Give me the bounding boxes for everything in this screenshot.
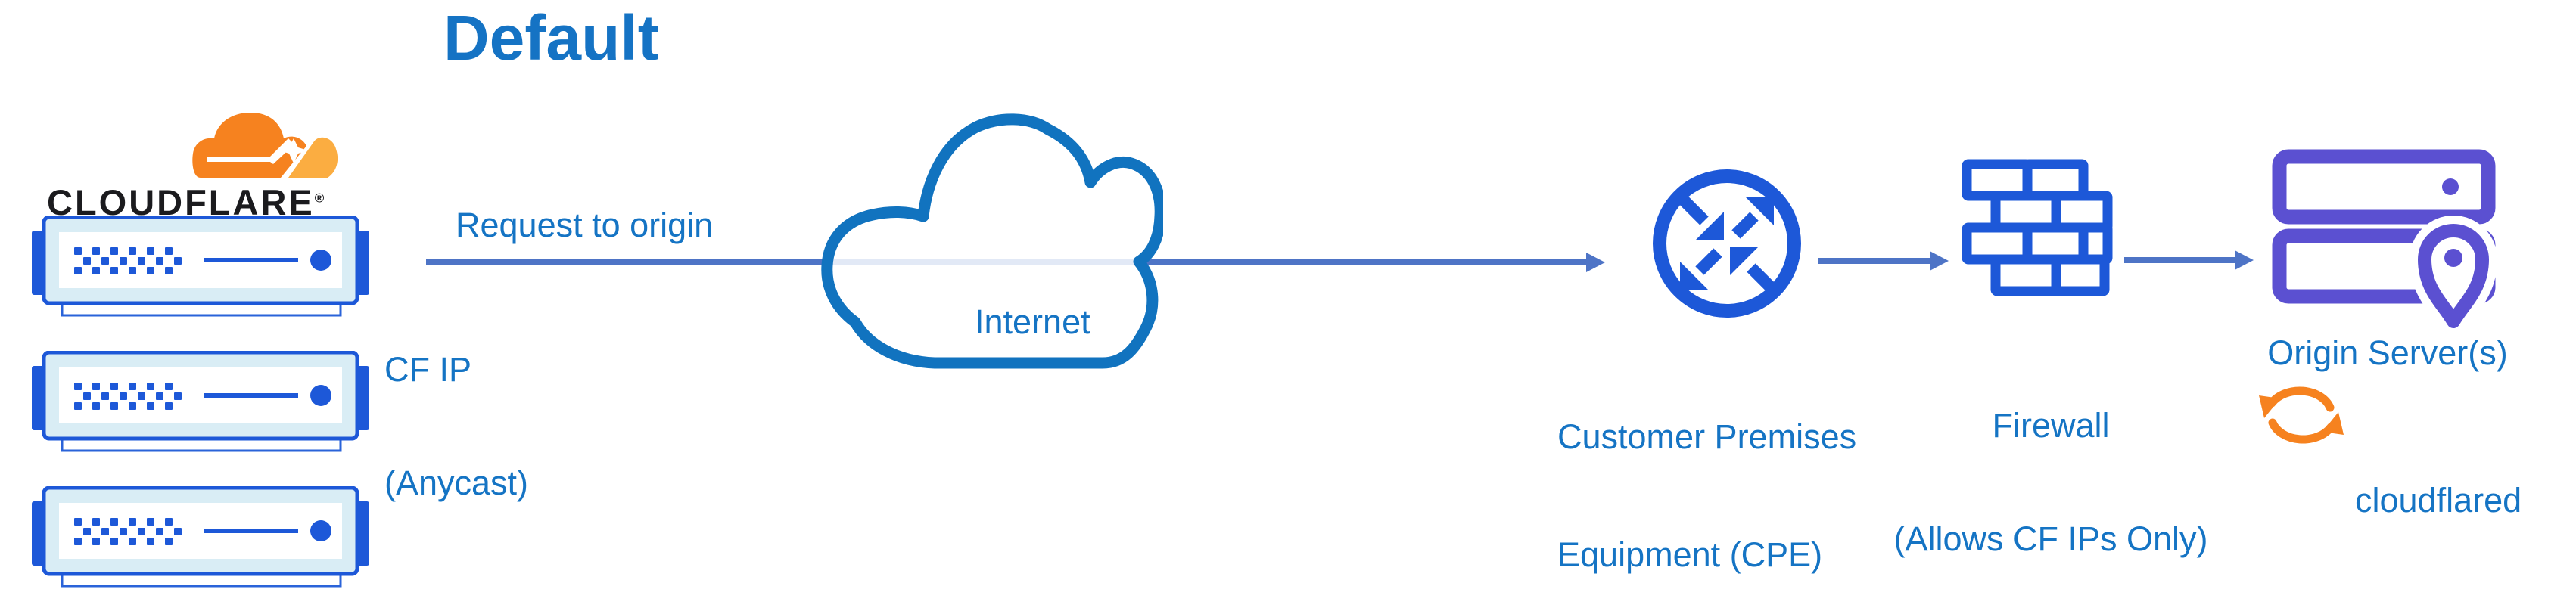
firewall-icon bbox=[1962, 159, 2113, 296]
cf-ip-anycast-label: CF IP (Anycast) bbox=[384, 275, 528, 578]
sync-refresh-icon bbox=[2259, 386, 2344, 444]
cloudflared-note: cloudflared deployed on servers bbox=[2355, 395, 2540, 614]
firewall-label-line1: Firewall bbox=[1992, 406, 2110, 445]
cloudflare-edge-server-icon bbox=[32, 216, 369, 317]
cpe-router-icon bbox=[1653, 169, 1801, 318]
request-to-origin-label: Request to origin bbox=[456, 206, 714, 244]
cloudflare-edge-server-icon bbox=[32, 351, 369, 452]
origin-servers-icon bbox=[2272, 149, 2497, 329]
flow-arrow-cpe-to-firewall bbox=[1818, 258, 1930, 264]
arrowhead-icon bbox=[1586, 253, 1605, 272]
arrowhead-icon bbox=[2235, 250, 2254, 270]
cloudflare-edge-server-icon bbox=[32, 486, 369, 588]
cloudflared-note-line2: deployed on bbox=[2355, 606, 2540, 614]
internet-label: Internet bbox=[975, 302, 1090, 341]
cpe-label-line2: Equipment (CPE) bbox=[1557, 535, 1823, 574]
page-title: Default bbox=[443, 2, 659, 73]
firewall-label-line2: (Allows CF IPs Only) bbox=[1893, 519, 2208, 558]
internet-cloud-icon bbox=[821, 113, 1163, 369]
registered-trademark: ® bbox=[314, 191, 325, 206]
cpe-label-line1: Customer Premises bbox=[1557, 417, 1857, 456]
firewall-label: Firewall (Allows CF IPs Only) bbox=[1862, 331, 2240, 614]
location-pin-icon bbox=[2418, 224, 2489, 328]
cloudflare-logo-cloud-icon bbox=[192, 113, 338, 178]
arrowhead-icon bbox=[1930, 251, 1949, 271]
origin-servers-label: Origin Server(s) bbox=[2267, 333, 2508, 372]
server-dot-matrix bbox=[74, 247, 182, 274]
flow-arrow-firewall-to-origin bbox=[2124, 257, 2235, 263]
cf-ip-line2: (Anycast) bbox=[384, 464, 529, 502]
cpe-label: Customer Premises Equipment (CPE) bbox=[1557, 339, 1856, 614]
cf-ip-line1: CF IP bbox=[384, 350, 472, 389]
cloudflared-note-line1: cloudflared bbox=[2355, 481, 2522, 519]
